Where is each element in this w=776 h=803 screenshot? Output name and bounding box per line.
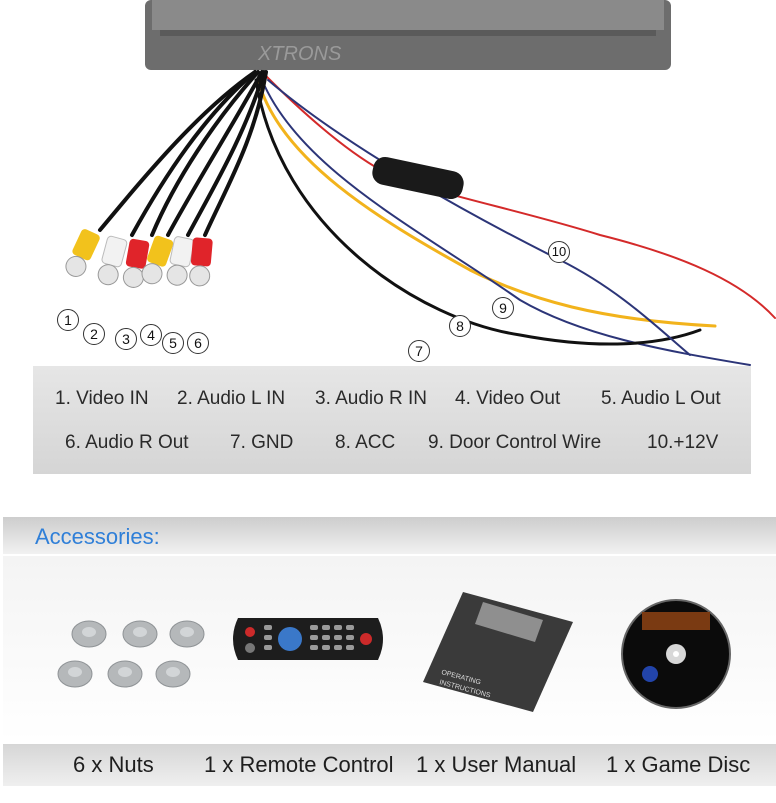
- legend-audio-l-out: 5. Audio L Out: [601, 388, 721, 409]
- legend-video-out: 4. Video Out: [455, 388, 561, 409]
- accessories-title: Accessories:: [35, 524, 160, 549]
- black-wire: [254, 78, 702, 346]
- caption-remote: 1 x Remote Control: [204, 752, 394, 777]
- callout-5: 5: [162, 332, 184, 354]
- callout-4: 4: [140, 324, 162, 346]
- blue-wire: [261, 79, 751, 366]
- legend-door-control: 9. Door Control Wire: [428, 432, 602, 453]
- inline-fuse: [372, 156, 464, 200]
- legend-audio-l-in: 2. Audio L IN: [177, 388, 286, 409]
- callout-8: 8: [449, 315, 471, 337]
- wire-bundle: [98, 70, 776, 366]
- callout-9: 9: [492, 297, 514, 319]
- callout-10: 10: [548, 241, 570, 263]
- callout-1: 1: [57, 309, 79, 331]
- accessories-gallery: OPERATING INSTRUCTIONS: [3, 556, 776, 742]
- legend-audio-r-out: 6. Audio R Out: [65, 432, 189, 453]
- wiring-diagram-photo: XTRONS: [65, 0, 776, 366]
- callout-7: 7: [408, 340, 430, 362]
- monitor-housing: XTRONS: [145, 0, 671, 70]
- legend-video-in: 1. Video IN: [55, 388, 149, 409]
- remote-control-image: [233, 618, 383, 660]
- callout-3: 3: [115, 328, 137, 350]
- caption-game-disc: 1 x Game Disc: [606, 752, 751, 777]
- game-disc-image: [621, 599, 731, 709]
- connector-legend: 1. Video IN 2. Audio L IN 3. Audio R IN …: [33, 366, 751, 474]
- yellow-wire: [256, 78, 717, 328]
- user-manual-image: OPERATING INSTRUCTIONS: [423, 592, 573, 712]
- caption-nuts: 6 x Nuts: [73, 752, 154, 777]
- legend-gnd: 7. GND: [230, 432, 294, 453]
- caption-manual: 1 x User Manual: [416, 752, 577, 777]
- legend-acc: 8. ACC: [335, 432, 396, 453]
- blue-wire-2: [267, 79, 691, 356]
- rca-plugs: [65, 229, 213, 288]
- callout-6: 6: [187, 332, 209, 354]
- accessories-header: Accessories:: [3, 517, 776, 554]
- watermark-logo: XTRONS: [257, 43, 342, 65]
- legend-12v: 10.+12V: [647, 432, 719, 453]
- legend-audio-r-in: 3. Audio R IN: [315, 388, 427, 409]
- red-wire: [264, 74, 776, 319]
- accessory-captions: 6 x Nuts 1 x Remote Control 1 x User Man…: [3, 744, 776, 786]
- nuts-image: [57, 620, 205, 688]
- callout-2: 2: [83, 323, 105, 345]
